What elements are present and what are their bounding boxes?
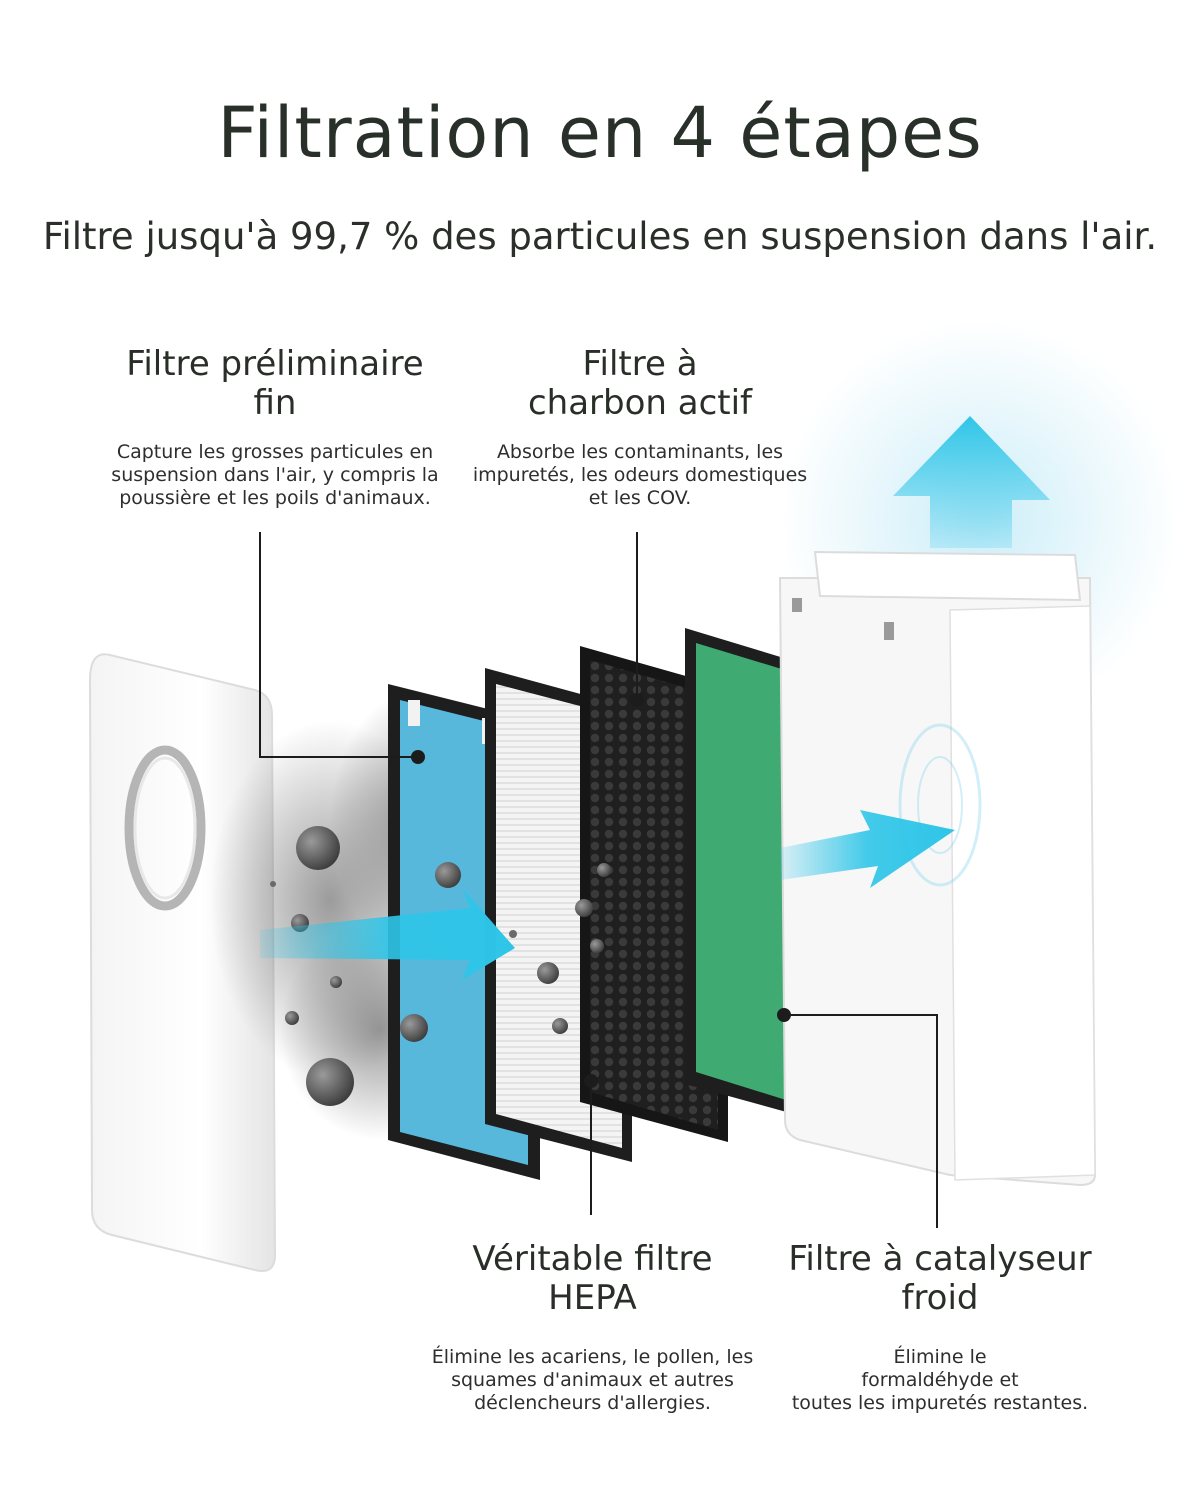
hepa-filter-description: Élimine les acariens, le pollen, les squ… (431, 1346, 754, 1414)
cover-ring-icon (124, 745, 206, 911)
catalyst-filter-label: Filtre à catalyseur froid Élimine le for… (755, 1240, 1125, 1415)
page-title: Filtration en 4 étapes (217, 92, 983, 174)
pre-filter-title: Filtre préliminaire fin (126, 344, 424, 423)
carbon-filter-label: Filtre à charbon actif Absorbe les conta… (455, 345, 825, 510)
carbon-filter-description: Absorbe les contaminants, les impuretés,… (472, 441, 808, 509)
airflow-arrow-icon (260, 416, 1050, 980)
carbon-filter-title: Filtre à charbon actif (527, 344, 753, 423)
hepa-filter-title: Véritable filtre HEPA (472, 1239, 713, 1318)
page-subtitle: Filtre jusqu'à 99,7 % des particules en … (42, 215, 1158, 258)
hepa-filter-label: Véritable filtre HEPA Élimine les acarie… (405, 1240, 780, 1415)
purifier-body (778, 550, 1097, 1187)
pre-filter-callout-line (259, 532, 418, 758)
callout-lines (259, 532, 938, 1228)
catalyst-filter-description: Élimine le formaldéhyde et toutes les im… (791, 1346, 1089, 1414)
catalyst-filter-title: Filtre à catalyseur froid (788, 1239, 1092, 1318)
pre-filter-description: Capture les grosses particules en suspen… (111, 441, 439, 509)
fan-icon (898, 723, 982, 887)
pre-filter-label: Filtre préliminaire fin Capture les gros… (80, 345, 470, 510)
catalyst-filter-callout-line (784, 1014, 938, 1228)
